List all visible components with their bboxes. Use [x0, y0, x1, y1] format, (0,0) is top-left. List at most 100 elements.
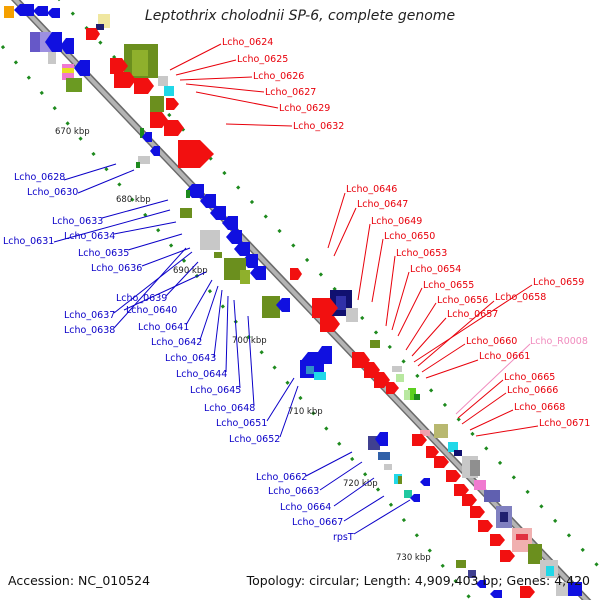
leader-line [475, 425, 539, 437]
gene-arrow [142, 132, 152, 142]
gene-arrow [222, 216, 238, 230]
leader-line [357, 223, 371, 301]
gene-box [396, 374, 404, 382]
leader-line [113, 247, 187, 329]
gene-box [186, 190, 190, 198]
gene-arrow [462, 494, 477, 506]
leader-line [421, 343, 466, 373]
leader-line [413, 284, 533, 363]
gene-box [240, 270, 250, 284]
gene-box [398, 476, 402, 484]
gene-arrow [412, 434, 427, 446]
genome-summary-label: Topology: circular; Length: 4,909,403 bp… [246, 573, 590, 588]
feature-cluster-0646 [290, 268, 420, 400]
leader-line [233, 299, 241, 389]
gene-box [404, 490, 412, 498]
gene-arrow [320, 316, 340, 332]
gene-label-Lcho_0671: Lcho_0671 [539, 418, 590, 429]
gene-label-Lcho_0637: Lcho_0637 [64, 310, 115, 321]
leader-line [411, 317, 447, 357]
gene-arrow [166, 98, 179, 110]
leader-line [185, 279, 213, 326]
gene-label-Lcho_0657: Lcho_0657 [447, 309, 498, 320]
gene-box [384, 464, 392, 470]
gene-arrow [420, 478, 430, 486]
gene-label-Lcho_R0008: Lcho_R0008 [530, 336, 588, 347]
leader-line [319, 461, 363, 491]
gene-label-Lcho_0633: Lcho_0633 [52, 216, 103, 227]
gene-arrow [250, 266, 266, 280]
leader-line [305, 451, 353, 477]
backbone [12, 0, 590, 600]
gene-arrow [86, 28, 100, 40]
gene-box [262, 296, 280, 318]
leader-line [127, 233, 183, 251]
leader-line [175, 59, 237, 76]
gene-arrow [375, 432, 388, 446]
gene-label-Lcho_0661: Lcho_0661 [479, 351, 530, 362]
gene-arrow [478, 520, 493, 532]
gene-box [150, 96, 164, 112]
leader-line [417, 300, 495, 367]
gene-label-Lcho_0662: Lcho_0662 [256, 472, 307, 483]
gene-box [448, 442, 458, 452]
gene-arrow [74, 60, 90, 76]
gene-label-Lcho_0646: Lcho_0646 [346, 184, 397, 195]
leader-line [185, 83, 265, 93]
feature-cluster-0633 [180, 184, 290, 318]
gene-arrow [520, 586, 535, 598]
gene-arrow [426, 446, 439, 458]
reverse-labels: Lcho_0628 Lcho_0630 Lcho_0633 Lcho_0631 … [3, 172, 354, 543]
gene-arrow [470, 506, 485, 518]
leader-line [397, 287, 423, 337]
gene-label-Lcho_0630: Lcho_0630 [27, 187, 78, 198]
leader-line [343, 495, 385, 522]
gene-box [468, 570, 476, 578]
gene-label-Lcho_0627: Lcho_0627 [265, 87, 316, 98]
gene-label-Lcho_0629: Lcho_0629 [279, 103, 330, 114]
leader-line [101, 199, 169, 219]
gene-label-Lcho_0647: Lcho_0647 [357, 199, 408, 210]
gene-arrow [164, 120, 184, 136]
gene-arrow [434, 456, 449, 468]
leader-line-rna [455, 343, 531, 415]
gene-arrow [410, 494, 420, 502]
gene-box [516, 534, 528, 540]
forward-leader-lines [169, 43, 539, 437]
gene-arrow [47, 8, 60, 18]
gene-box [474, 480, 486, 490]
gene-box [164, 86, 174, 96]
gene-box [200, 230, 220, 250]
gene-label-Lcho_0653: Lcho_0653 [396, 248, 447, 259]
gene-label-Lcho_0638: Lcho_0638 [64, 325, 115, 336]
gene-label-Lcho_0654: Lcho_0654 [410, 264, 461, 275]
gene-arrow [110, 58, 128, 74]
accession-label: Accession: NC_010524 [8, 573, 151, 588]
gene-arrow [454, 484, 469, 496]
gene-label-Lcho_0642: Lcho_0642 [151, 337, 202, 348]
gene-box [306, 366, 314, 374]
leader-line [195, 91, 279, 109]
gene-label-Lcho_0660: Lcho_0660 [466, 336, 517, 347]
gene-label-Lcho_0632: Lcho_0632 [293, 121, 344, 132]
leader-line [333, 477, 375, 507]
gene-arrow [33, 6, 48, 16]
gene-arrow [386, 382, 399, 394]
gene-arrow [186, 184, 204, 198]
leader-line [169, 43, 222, 71]
leader-line [141, 247, 191, 267]
gene-box [96, 24, 104, 30]
gene-arrow [312, 298, 338, 318]
gene-box [180, 208, 192, 218]
gene-label-Lcho_0655: Lcho_0655 [423, 280, 474, 291]
gene-label-Lcho_0649: Lcho_0649 [371, 216, 422, 227]
gene-box [500, 512, 508, 522]
gene-label-Lcho_0643: Lcho_0643 [165, 353, 216, 364]
gene-label-Lcho_0645: Lcho_0645 [190, 385, 241, 396]
leader-line [179, 76, 253, 81]
gene-label-Lcho_0644: Lcho_0644 [176, 369, 227, 380]
gene-label-Lcho_0666: Lcho_0666 [507, 385, 558, 396]
feature-cluster-0648 [300, 346, 332, 380]
gene-label-Lcho_0635: Lcho_0635 [78, 248, 129, 259]
